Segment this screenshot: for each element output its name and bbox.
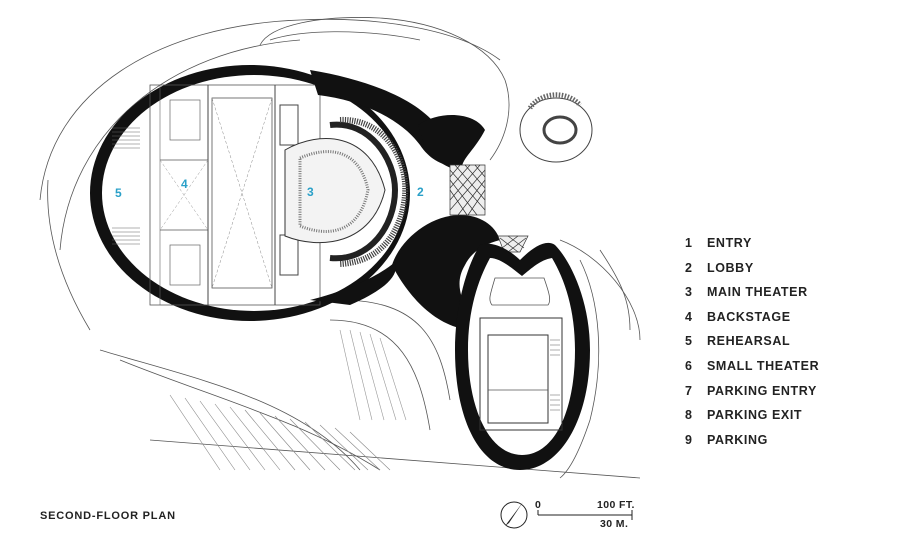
room-label-main-theater: 3 [307,185,314,199]
legend-number: 3 [685,285,693,300]
ramp-hatching-right [339,329,407,421]
scale-zero-label: 0 [535,499,542,511]
room-label-rehearsal: 5 [115,186,122,200]
entry-lattice [449,164,529,253]
legend-item: 8 PARKING EXIT [685,405,819,430]
legend-number: 8 [685,408,693,423]
legend-item: 2 LOBBY [685,258,819,283]
scale-feet-label: 100 FT. [597,499,635,511]
legend-item: 4 BACKSTAGE [685,307,819,332]
legend-label: SMALL THEATER [707,358,820,373]
legend-number: 7 [685,383,693,398]
legend-number: 1 [685,236,693,250]
legend-number: 2 [685,260,693,275]
legend-item: 7 PARKING ENTRY [685,381,819,406]
legend-label: LOBBY [707,260,754,275]
legend: 1 ENTRY 2 LOBBY 3 MAIN THEATER 4 BACKSTAGE 5… [685,233,819,454]
lobby-walls [310,70,500,330]
legend-number: 6 [685,358,693,373]
legend-label: ENTRY [707,236,752,250]
legend-label: PARKING ENTRY [707,383,817,398]
legend-number: 5 [685,334,693,349]
legend-item: 3 MAIN THEATER [685,282,819,307]
scale-bar [537,510,633,520]
pavilion [519,92,593,163]
legend-item: 5 REHEARSAL [685,331,819,356]
legend-label: PARKING EXIT [707,408,803,423]
main-building [90,65,410,321]
scale-meters-label: 30 M. [600,518,629,530]
legend-item: 6 SMALL THEATER [685,356,819,381]
legend-number: 9 [685,432,693,447]
legend-label: MAIN THEATER [707,285,808,300]
small-theater-building [455,242,590,470]
legend-item: 1 ENTRY [685,233,819,258]
main-theater [284,116,409,267]
north-arrow-icon [500,501,528,529]
ramp-hatching [169,394,391,471]
legend-label: REHEARSAL [707,334,791,349]
room-label-backstage: 4 [181,177,188,191]
room-label-lobby: 2 [417,185,424,199]
plan-caption: SECOND-FLOOR PLAN [40,510,176,522]
legend-label: BACKSTAGE [707,309,791,324]
legend-number: 4 [685,309,693,324]
legend-item: 9 PARKING [685,430,819,455]
legend-label: PARKING [707,432,768,447]
site-landscape [39,17,641,479]
